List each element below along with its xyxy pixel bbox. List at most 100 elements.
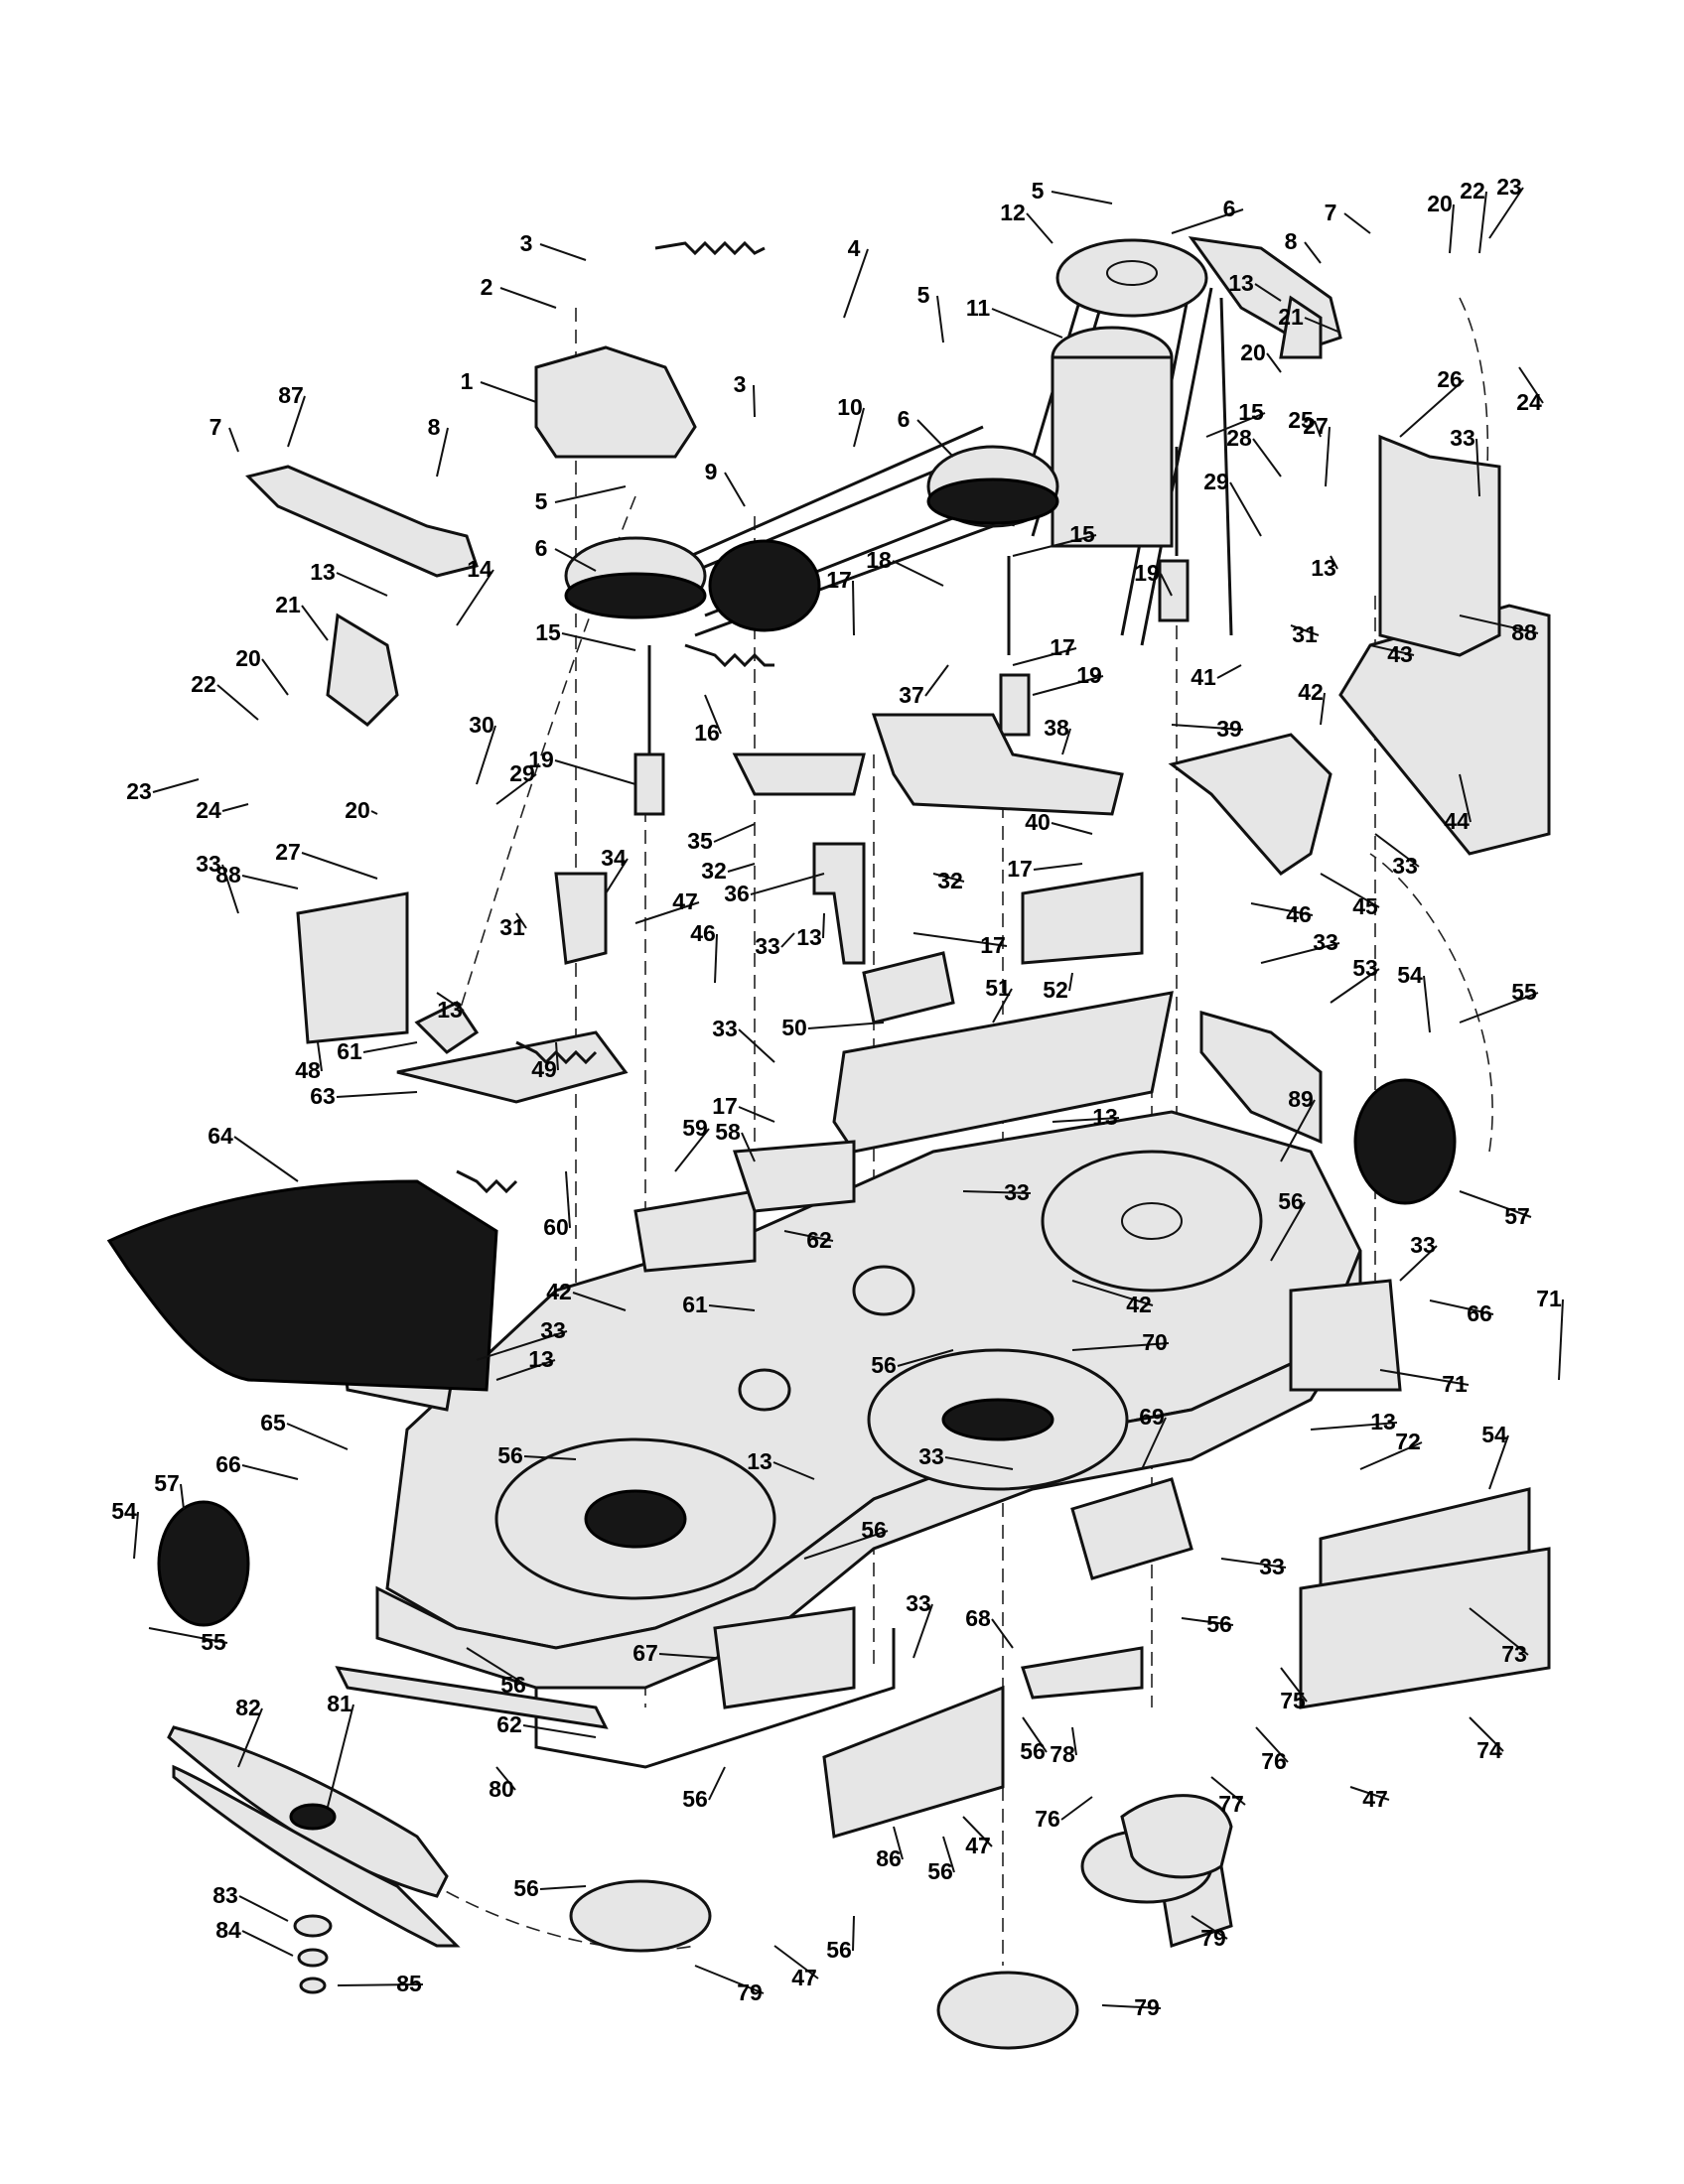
callout-79: 79 [1134,1994,1160,2020]
callout-leader-25 [1314,420,1322,438]
callout-3: 3 [734,371,747,397]
callout-leader-4 [843,248,869,319]
callout-leader-33 [476,1330,568,1361]
callout-17: 17 [1007,856,1033,882]
callout-79: 79 [737,1979,763,2005]
callout-53: 53 [1352,955,1378,981]
callout-leader-61 [362,1041,418,1053]
callout-leader-13 [436,992,465,1012]
callout-72: 72 [1395,1429,1421,1454]
callout-49: 49 [531,1056,557,1082]
callout-leader-85 [337,1983,424,1986]
callout-56: 56 [1206,1611,1232,1637]
callout-15: 15 [1069,521,1095,547]
callout-leader-57 [180,1483,185,1510]
callout-leader-42 [572,1292,627,1311]
callout-leader-55 [1459,992,1539,1024]
callout-19: 19 [528,747,554,772]
callout-leader-53 [1330,968,1380,1004]
callout-47: 47 [1362,1786,1388,1812]
callout-33: 33 [906,1590,931,1616]
callout-7: 7 [1325,200,1337,225]
callout-leader-33 [780,932,795,948]
callout-leader-20 [1449,204,1455,254]
callout-19: 19 [1134,560,1160,586]
callout-leader-27 [1325,426,1331,487]
callout-31: 31 [1292,621,1318,647]
callout-leader-8 [436,427,449,478]
callout-leaders [133,187,1564,2009]
callout-13: 13 [1092,1104,1118,1130]
callout-leader-35 [713,823,756,843]
callout-23: 23 [1496,174,1522,200]
callout-leader-52 [1068,972,1073,992]
callout-leader-57 [1459,1190,1532,1218]
callout-leader-17 [738,1106,775,1123]
gauge-wheels [157,1078,1457,1627]
callout-leader-39 [1171,724,1244,731]
callout-56: 56 [513,1875,539,1901]
callout-33: 33 [918,1443,944,1469]
callout-42: 42 [1298,679,1324,705]
callout-74: 74 [1476,1737,1502,1763]
callout-46: 46 [690,920,716,946]
callout-leader-8 [1304,241,1322,264]
callout-24: 24 [196,797,221,823]
callout-leader-37 [924,664,949,697]
callout-leader-36 [750,873,825,895]
callout-5: 5 [917,282,930,308]
blade-assembly [172,1764,461,1994]
callout-leader-66 [241,1464,299,1480]
callout-leader-10 [853,407,865,448]
callout-86: 86 [876,1845,902,1871]
callout-30: 30 [469,712,494,738]
callout-22: 22 [1460,178,1485,204]
callout-leader-76 [1255,1726,1289,1763]
callout-68: 68 [965,1605,991,1631]
callout-77: 77 [1218,1791,1244,1817]
callout-leader-13 [1330,555,1338,570]
callout-leader-44 [1459,773,1472,823]
callout-76: 76 [1035,1806,1060,1832]
callout-leader-6 [554,548,597,572]
callout-54: 54 [1481,1422,1507,1447]
callout-leader-80 [495,1766,516,1791]
callout-leader-33 [944,1456,1014,1470]
callout-56: 56 [927,1858,953,1884]
callout-leader-84 [241,1930,294,1957]
callout-20: 20 [345,797,370,823]
callout-20: 20 [1427,191,1453,216]
callout-leader-24 [221,803,249,812]
callout-leader-47 [1349,1786,1390,1801]
callout-48: 48 [295,1057,321,1083]
callout-66: 66 [215,1451,241,1477]
callout-leader-5 [1051,191,1113,205]
callout-29: 29 [1203,469,1229,494]
callout-leader-19 [1160,573,1173,597]
callout-leader-21 [301,605,329,641]
callout-42: 42 [546,1279,572,1304]
callout-leader-78 [1071,1726,1077,1756]
callout-40: 40 [1025,809,1051,835]
callout-leader-65 [286,1423,349,1450]
callout-leader-68 [991,1618,1014,1649]
callout-6: 6 [898,406,911,432]
callout-4: 4 [848,235,861,261]
callout-56: 56 [1020,1738,1046,1764]
callout-leader-56 [803,1530,889,1560]
callout-60: 60 [543,1214,569,1240]
callout-59: 59 [682,1115,708,1141]
callout-15: 15 [535,619,561,645]
callout-leader-56 [539,1885,587,1890]
callout-leader-32 [932,873,965,883]
callout-57: 57 [1504,1203,1530,1229]
callout-62: 62 [806,1227,832,1253]
callout-leader-13 [772,1461,815,1480]
callout-leader-13 [1052,1117,1120,1123]
callout-58: 58 [715,1119,741,1145]
callout-leader-67 [658,1653,716,1659]
callout-leader-33 [1399,1245,1438,1282]
callout-54: 54 [1397,962,1423,988]
callout-leader-64 [233,1136,299,1182]
callout-47: 47 [672,888,698,914]
